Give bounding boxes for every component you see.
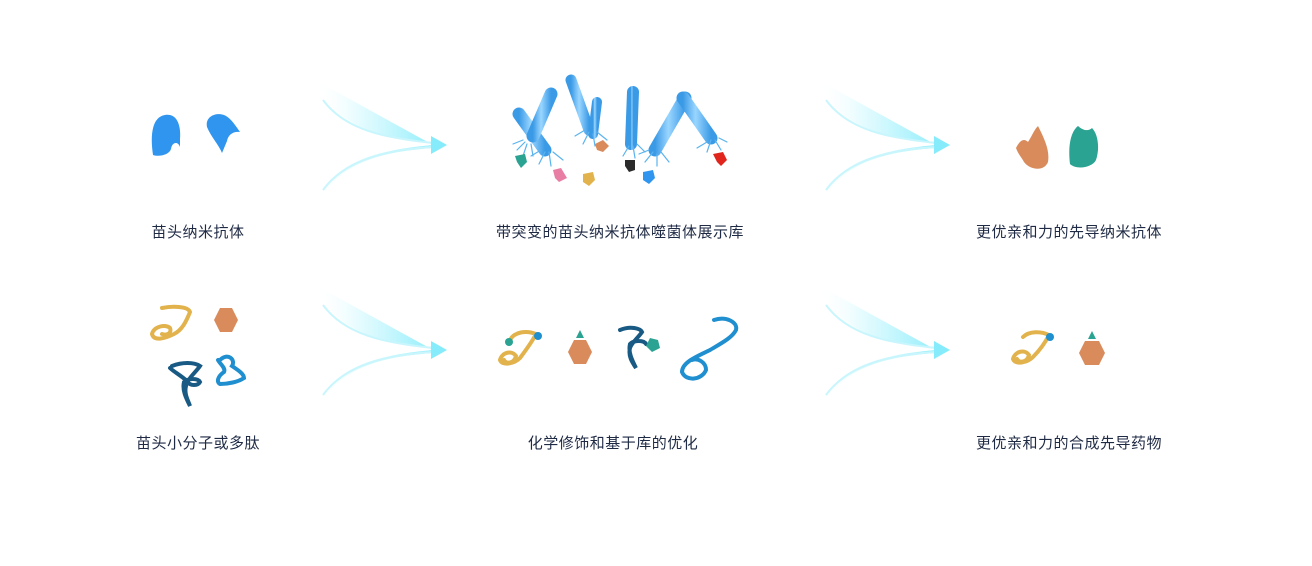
label-hit-nanobody: 苗头纳米抗体: [151, 223, 245, 241]
blue-tag: [534, 332, 542, 340]
small-molecule-peptide-icon: [149, 304, 247, 407]
teal-tag: [505, 338, 513, 346]
variant-teal: [515, 154, 527, 168]
label-lead-nanobody: 更优亲和力的先导纳米抗体: [975, 223, 1163, 241]
nanobody-right: [206, 114, 240, 153]
lead-nanobody-orange: [1016, 126, 1049, 169]
peptide-navy: [168, 361, 203, 407]
synthetic-lead-drug-icon: [1010, 330, 1105, 365]
arrow-row2-b: [818, 285, 950, 415]
nanobody-left: [151, 114, 181, 156]
label-hit-small-molecule: 苗头小分子或多肽: [135, 434, 261, 452]
phage-display-library-icon: [512, 74, 728, 186]
peptide-sky: [215, 354, 247, 387]
variant-blue: [643, 170, 655, 184]
lead-peptide-gold: [1010, 330, 1052, 365]
chemical-modification-icon: [497, 316, 739, 381]
hexagon-orange-mod: [568, 340, 592, 364]
label-chemical-optimization: 化学修饰和基于库的优化: [527, 434, 699, 452]
hexagon-orange: [214, 308, 238, 332]
variant-black: [625, 160, 635, 172]
variant-gold: [583, 172, 595, 186]
arrow-row2-a: [315, 285, 447, 415]
variant-red: [713, 152, 727, 166]
variant-pink: [553, 168, 567, 182]
label-synthetic-lead: 更优亲和力的合成先导药物: [975, 434, 1163, 452]
lead-hexagon-orange: [1079, 341, 1105, 365]
teal-pentagon: [646, 338, 660, 352]
lead-nanobody-teal: [1069, 126, 1099, 168]
lead-blue-tag: [1046, 333, 1054, 341]
arrow-row1-a: [315, 80, 447, 210]
variant-orange: [595, 140, 609, 152]
modified-peptide-navy: [618, 325, 648, 370]
lead-teal-triangle: [1088, 331, 1096, 339]
label-mutant-phage-library: 带突变的苗头纳米抗体噬菌体展示库: [495, 223, 745, 241]
modified-peptide-sky: [679, 316, 739, 381]
lead-nanobody-pair-icon: [1016, 126, 1099, 169]
arrow-row1-b: [818, 80, 950, 210]
teal-triangle: [576, 330, 584, 338]
nanobody-pair-icon: [151, 114, 240, 156]
modified-peptide-gold: [497, 330, 539, 366]
peptide-gold: [149, 304, 193, 341]
